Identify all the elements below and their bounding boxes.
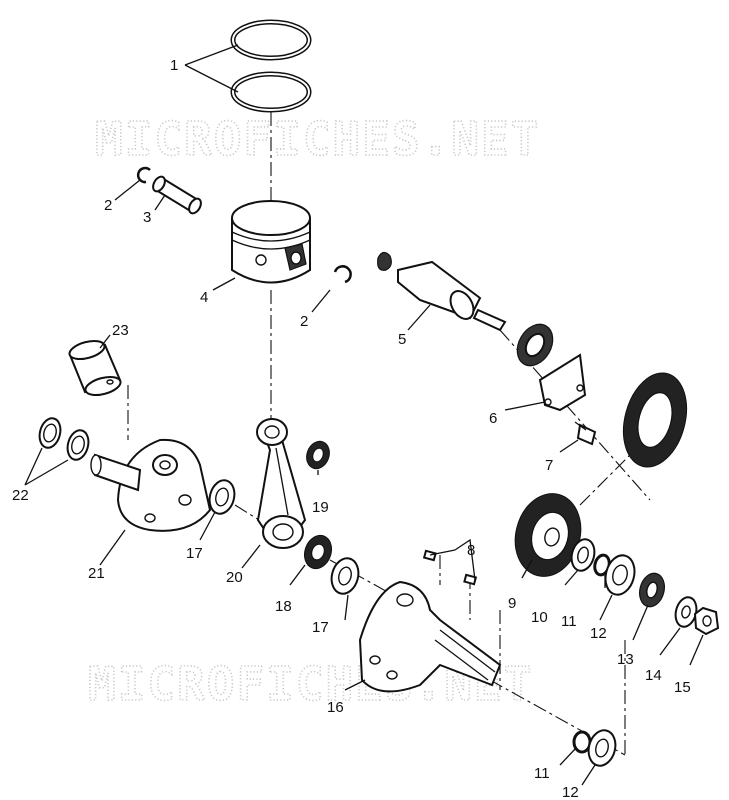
callout-7: 7 <box>545 457 553 474</box>
callout-18: 18 <box>275 598 292 615</box>
callout-1: 1 <box>170 57 178 74</box>
drive-gear <box>514 493 582 577</box>
gear-washer <box>570 538 596 572</box>
callout-9: 9 <box>508 595 516 612</box>
callout-22: 22 <box>12 487 29 504</box>
callout-11-upper: 11 <box>561 613 577 630</box>
connecting-rod <box>256 418 307 549</box>
callout-11-lower: 11 <box>534 765 550 782</box>
wrist-pin-clip-right <box>333 265 352 284</box>
thrust-washer-left <box>208 479 236 515</box>
crankshaft-seals <box>38 417 90 461</box>
callout-21: 21 <box>88 565 105 582</box>
circlip-lower <box>572 730 592 754</box>
callout-4: 4 <box>200 289 208 306</box>
thrust-washer-right <box>330 557 360 595</box>
callout-2-right: 2 <box>300 313 308 330</box>
woodruff-keys <box>422 549 478 586</box>
crankshaft-half-pto <box>358 580 502 693</box>
callout-8: 8 <box>467 542 475 559</box>
small-end-bearing <box>306 440 330 470</box>
crank-pin <box>68 339 122 397</box>
callout-labels: 1 2 3 4 2 5 6 7 8 9 10 11 12 13 14 15 16… <box>12 57 691 800</box>
callout-19: 19 <box>312 499 329 516</box>
callout-3: 3 <box>143 209 151 226</box>
callout-17-left: 17 <box>186 545 203 562</box>
callout-15: 15 <box>674 679 691 696</box>
callout-13: 13 <box>617 651 634 668</box>
watermark-top: MICROFICHES.NET <box>95 112 540 166</box>
crankshaft-nut-castle <box>639 572 665 608</box>
piston-rings <box>230 19 312 113</box>
callout-23: 23 <box>112 322 129 339</box>
crank-pin-bearing <box>303 534 333 570</box>
callout-20: 20 <box>226 569 243 586</box>
leader-lines <box>24 44 704 786</box>
bearing-lower <box>587 729 617 767</box>
callout-17-right: 17 <box>312 619 329 636</box>
callout-12-upper: 12 <box>590 625 607 642</box>
bracket-bolt <box>574 421 597 446</box>
counter-balance-gear <box>622 372 688 468</box>
counter-balance-shaft <box>377 251 554 367</box>
wrist-pin-clip-left <box>136 166 151 184</box>
callout-6: 6 <box>489 410 497 427</box>
callout-2-left: 2 <box>104 197 112 214</box>
piston <box>231 200 311 284</box>
bearing-retainer-bracket <box>538 353 587 412</box>
callout-12-lower: 12 <box>562 784 579 800</box>
crankshaft-half-mag <box>90 438 212 532</box>
crankshaft-washer <box>674 596 698 628</box>
wrist-pin <box>152 175 202 215</box>
callout-16: 16 <box>327 699 344 716</box>
callout-5: 5 <box>398 331 406 348</box>
callout-10: 10 <box>531 609 548 626</box>
crankshaft-nut <box>693 606 720 636</box>
callout-14: 14 <box>645 667 662 684</box>
bearing-upper <box>604 554 636 596</box>
